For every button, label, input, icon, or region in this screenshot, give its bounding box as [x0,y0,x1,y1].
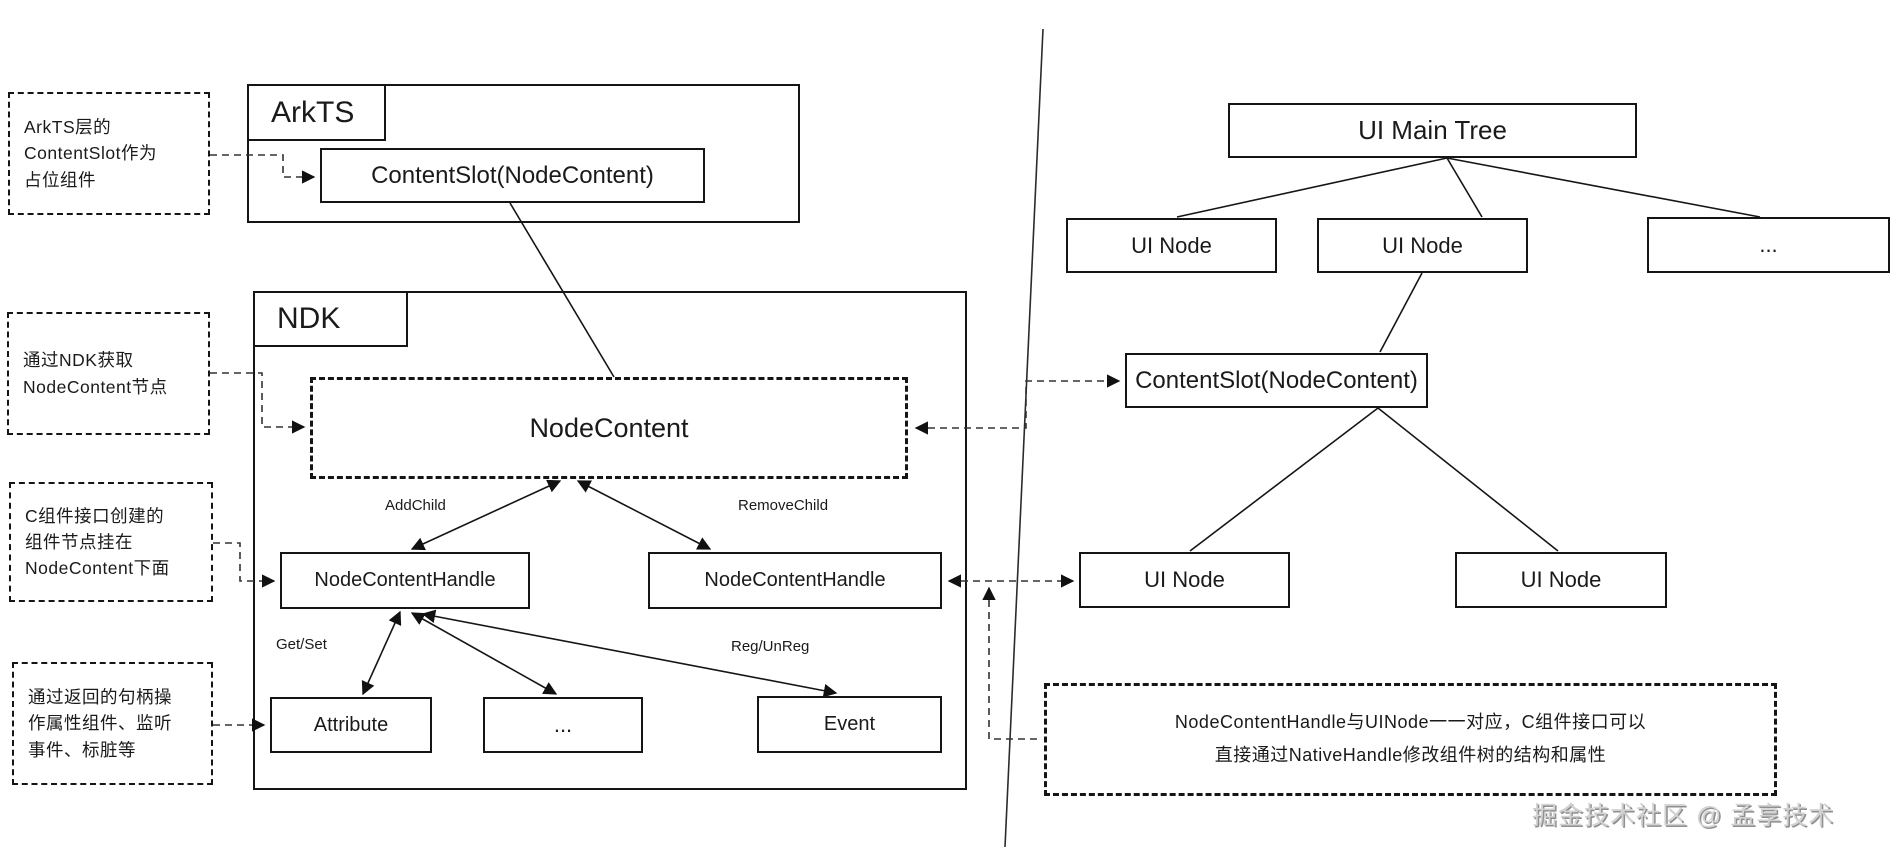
edge-root-ellipsis [1446,157,1761,218]
ui-tree-ellipsis-box: ... [1647,217,1890,273]
arkts-tab: ArkTS [247,84,386,141]
ui-node-2-label: UI Node [1382,232,1463,258]
nodecontenthandle-right-box: NodeContentHandle [648,552,942,609]
ui-node-3-box: UI Node [1079,552,1290,608]
nodecontenthandle-left-label: NodeContentHandle [314,569,496,591]
contentslot-uitree-box: ContentSlot(NodeContent) [1125,353,1428,408]
event-box: Event [757,696,942,753]
contentslot-arkts-label: ContentSlot(NodeContent) [371,161,654,189]
ui-main-tree-label: UI Main Tree [1358,115,1507,145]
note-handle-usage: 通过返回的句柄操 作属性组件、监听 事件、标脏等 [12,662,213,785]
ui-node-3-label: UI Node [1144,567,1225,592]
nodecontenthandle-left-box: NodeContentHandle [280,552,530,609]
regunreg-label: Reg/UnReg [731,638,810,655]
ndk-ellipsis-box: ... [483,697,643,753]
ndk-ellipsis-label: ... [553,712,573,737]
getset-label: Get/Set [276,636,327,653]
ui-node-4-box: UI Node [1455,552,1667,608]
attribute-box: Attribute [270,697,432,753]
nodecontent-box: NodeContent [310,377,908,479]
note-text: C组件接口创建的 组件节点挂在 NodeContent下面 [25,505,170,579]
ui-tree-ellipsis-label: ... [1759,232,1778,257]
edge-contentslot-node4 [1377,407,1559,552]
nodecontenthandle-right-label: NodeContentHandle [704,569,886,591]
note-handle-uinode-mapping: NodeContentHandle与UINode一一对应，C组件接口可以 直接通… [1044,683,1777,796]
ndk-tab: NDK [253,291,408,347]
divider-line [1004,28,1044,847]
edge-root-node2 [1446,157,1483,218]
ui-node-2-box: UI Node [1317,218,1528,273]
note-text: ArkTS层的 ContentSlot作为 占位组件 [24,117,157,190]
note-arkts-contentslot: ArkTS层的 ContentSlot作为 占位组件 [8,92,210,215]
ui-main-tree-box: UI Main Tree [1228,103,1637,158]
edge-contentslot-node3 [1189,407,1379,552]
ui-node-1-label: UI Node [1131,232,1212,258]
note-text: 通过返回的句柄操 作属性组件、监听 事件、标脏等 [28,687,172,760]
arkts-title: ArkTS [271,95,355,129]
edge-branch-bottomnote [982,586,1042,740]
ui-node-1-box: UI Node [1066,218,1277,273]
ndk-title: NDK [277,302,341,335]
event-label: Event [823,713,876,735]
ui-node-4-label: UI Node [1520,567,1602,592]
edge-node2-contentslot [1379,272,1423,353]
contentslot-arkts-box: ContentSlot(NodeContent) [320,148,705,203]
note-line-2: 直接通过NativeHandle修改组件树的结构和属性 [1214,745,1607,765]
contentslot-uitree-label: ContentSlot(NodeContent) [1135,366,1418,394]
note-c-api-nodes: C组件接口创建的 组件节点挂在 NodeContent下面 [9,482,213,602]
note-line-1: NodeContentHandle与UINode一一对应，C组件接口可以 [1174,712,1647,732]
removechild-label: RemoveChild [738,497,829,514]
watermark-text: 掘金技术社区 @ 孟享技术 [1532,802,1835,830]
edge-root-node1 [1176,157,1448,218]
addchild-label: AddChild [385,497,446,514]
nodecontent-label: NodeContent [529,412,689,443]
attribute-label: Attribute [313,713,389,736]
note-ndk-get-nodecontent: 通过NDK获取 NodeContent节点 [7,312,210,435]
note-text: 通过NDK获取 NodeContent节点 [23,350,168,397]
